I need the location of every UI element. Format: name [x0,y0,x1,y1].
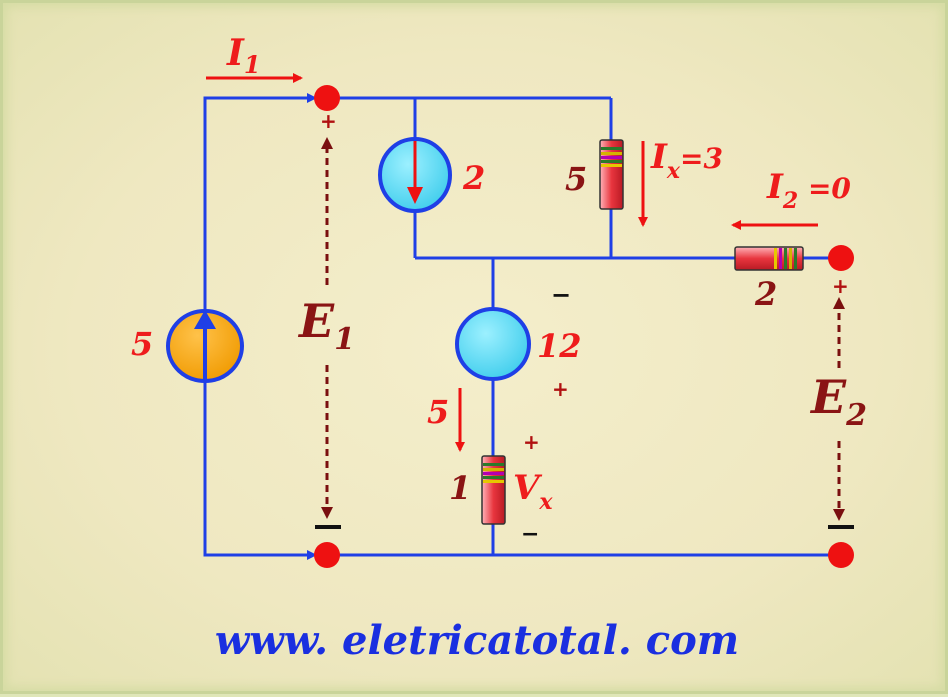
wire-left-top [203,96,308,313]
e2-minus-bar [828,525,854,529]
source-mid-plus-sign: + [552,377,569,401]
vx-label: Vx [513,468,553,515]
resistor-right [734,246,804,271]
e1-minus-bar [315,525,341,529]
e2-plus-sign: + [832,274,849,298]
resistor-right-value: 2 [754,275,777,313]
i1-label: I1 [226,32,261,79]
current-source-left [166,309,244,383]
website-footer: www. eletricatotal. com [215,617,739,664]
source-mid-value: 12 [537,327,582,365]
terminal-bottom-left [314,542,340,568]
ix-label: Ix=3 [650,137,723,184]
source-middle [455,307,531,381]
source-top-value: 2 [462,159,485,197]
terminal-right-top [828,245,854,271]
source-mid-minus-sign: − [551,281,571,309]
current-source-top [378,137,452,213]
terminal-right-bottom [828,542,854,568]
mid-current-value: 5 [427,393,449,431]
resistor-bottom [481,455,506,525]
e1-label: E1 [297,294,355,357]
e2-label: E2 [809,370,867,433]
resistor-top [599,139,624,210]
source-left-value: 5 [131,325,153,363]
resistor-bottom-value: 1 [449,469,471,507]
e1-plus-sign: + [320,109,337,133]
vx-plus-sign: + [523,430,540,454]
terminal-top-left [314,85,340,111]
vx-minus-sign: − [521,522,539,547]
resistor-top-value: 5 [565,160,587,198]
i2-label: I2 =0 [766,167,851,214]
circuit-diagram: I1 5 2 5 Ix=3 I2 =0 2 12 5 1 Vx E1 E2 + … [131,32,867,664]
wires [203,96,841,557]
wire-left-bottom [203,381,308,557]
